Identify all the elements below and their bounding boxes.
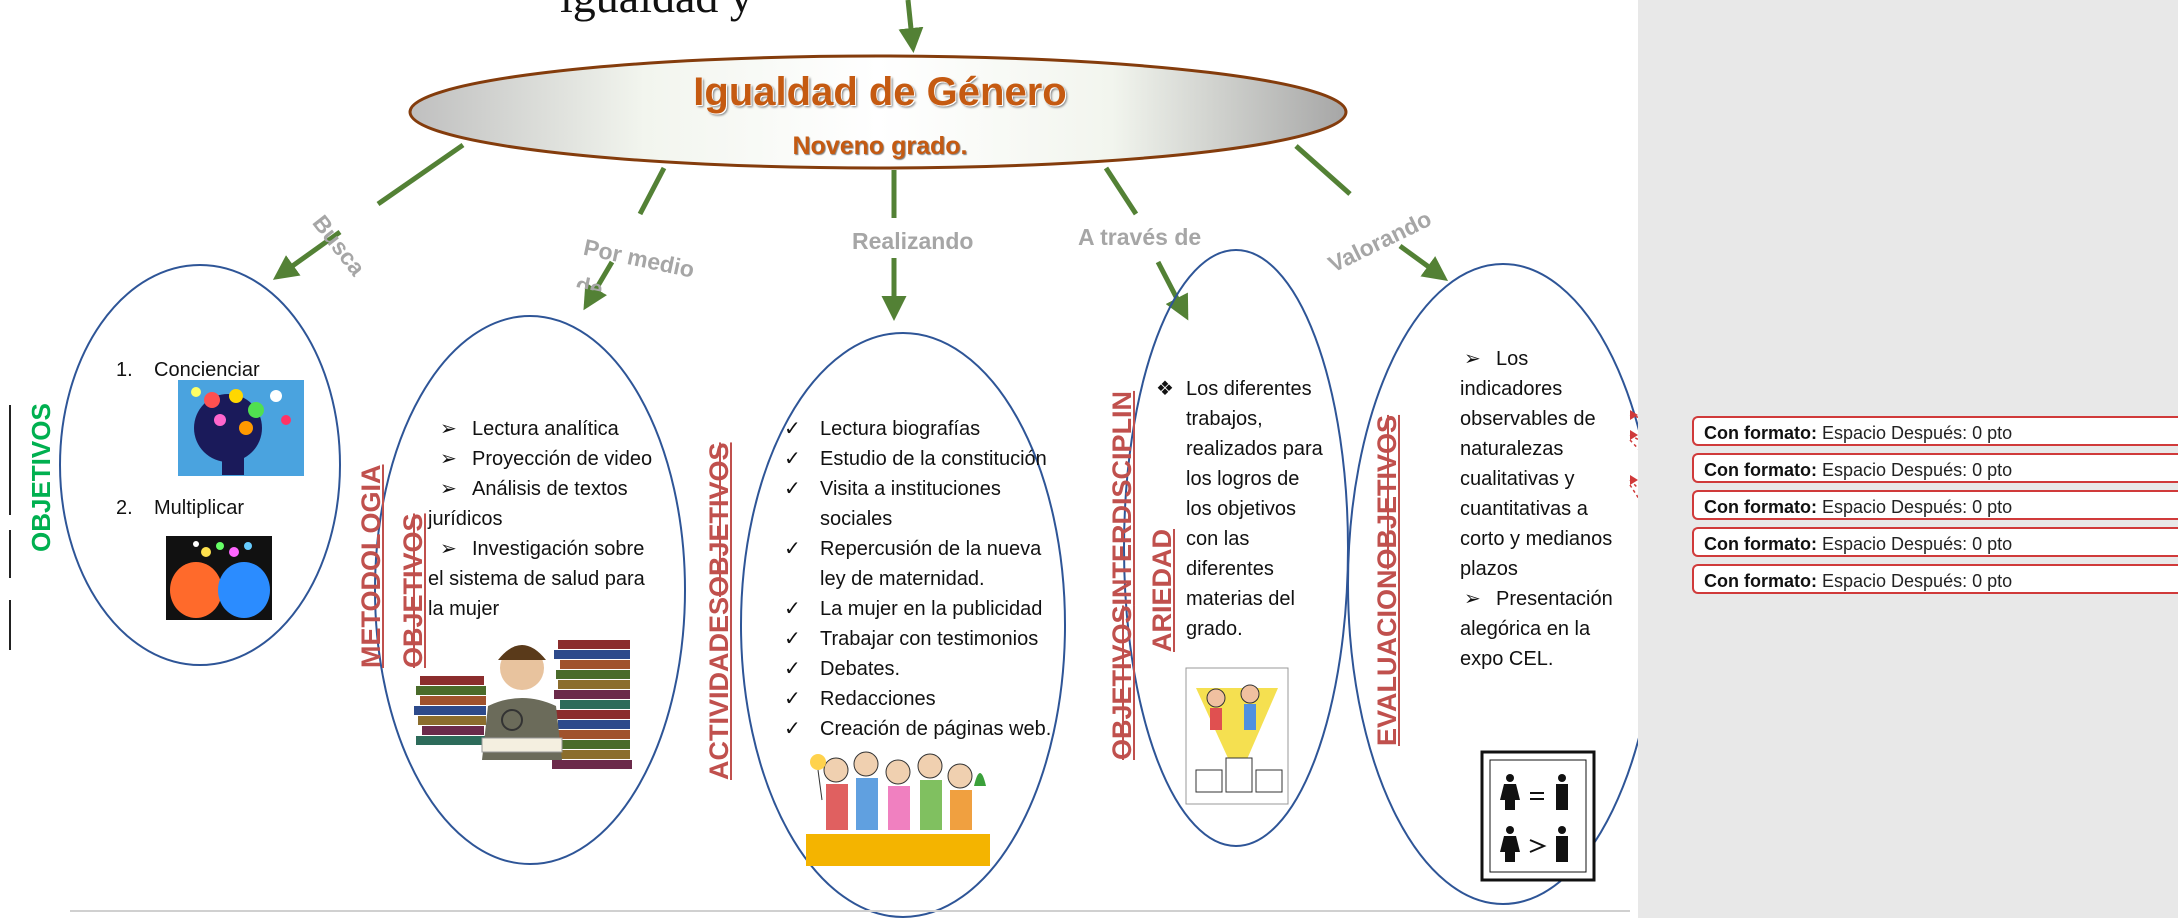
actividad-item-4: ✓Repercusión de la nueva ley de maternid… [784,538,1042,590]
actividad-item-5: ✓La mujer en la publicidad [784,598,1043,620]
interdisciplinariedad-text: ❖ Los diferentes trabajos, realizados pa… [1156,378,1323,640]
metodologia-heading-new: METODOLOGIA [356,464,386,668]
arrow-valorando-upper [1294,144,1352,196]
objetivo-item-1: 1.Concienciar [116,359,260,381]
format-balloon-1[interactable]: Con formato: Espacio Después: 0 pto [1692,416,2178,446]
interdisciplinariedad-heading-line1: OBJETIVOSINTERDISCIPLIN [1107,390,1137,760]
brain-icon [178,380,304,476]
comment-anchor-marks [1630,410,1638,485]
reader-books-icon [414,640,632,769]
metodologia-item-4: ➢Investigación sobre el sistema de salud… [428,538,645,620]
actividad-item-2: ✓Estudio de la constitución [784,448,1047,470]
children-group-icon [806,751,990,866]
actividad-item-1: ✓Lectura biografías [784,418,981,440]
arrow-por-medio-lower [583,260,615,311]
metodologia-ellipse [374,315,686,865]
format-balloon-3[interactable]: Con formato: Espacio Después: 0 pto [1692,490,2178,520]
top-arrow [898,0,924,53]
central-ellipse [408,54,1348,170]
document-page: ígualdad y Igualdad de Género Noveno gra… [9,0,1638,918]
evaluacion-heading: EVALUACIONOBJETIVOS [1372,414,1402,746]
arrow-busca-lower [272,229,342,280]
actividad-item-8: ✓Redacciones [784,688,936,710]
evaluacion-list: ➢Los indicadores observables de naturale… [1460,344,1620,674]
arrow-busca-upper [376,142,465,207]
objetivos-ellipse [59,264,341,666]
metodologia-item-1: ➢Lectura analítica [440,418,619,440]
gender-sign-icon [1480,750,1596,882]
central-title: Igualdad de Género [693,70,1067,114]
arrow-por-medio-upper [637,166,667,216]
concept-map [9,0,1638,918]
metodologia-item-2: ➢Proyección de video [440,448,653,470]
metodologia-item-3: ➢Análisis de textos jurídicos [428,478,628,530]
evaluacion-item-2: ➢Presentación alegórica en la expo CEL. [1460,588,1613,670]
heads-icon [166,536,272,620]
page-bottom-rule [70,910,1630,912]
connector-realizando: Realizando [852,228,974,254]
objetivos-list: 1.Concienciar 2.Multiplicar [116,355,316,523]
arrow-valorando-lower [1398,243,1449,281]
arrow-atraves-lower [1155,260,1189,321]
actividades-ellipse [740,332,1066,918]
central-subtitle: Noveno grado. [792,132,968,160]
actividad-item-9: ✓Creación de páginas web. [784,718,1052,740]
actividades-list: ✓Lectura biografías ✓Estudio de la const… [784,414,1054,744]
arrow-atraves-upper [1103,166,1139,216]
actividad-item-7: ✓Debates. [784,658,901,680]
actividades-heading: ACTIVIDADESOBJETIVOS [704,442,734,780]
metodologia-list: ➢Lectura analítica ➢Proyección de video … [428,414,664,624]
actividad-item-3: ✓Visita a instituciones sociales [784,478,1001,530]
evaluacion-ellipse [1347,263,1638,905]
metodologia-heading: METODOLOGIA OBJETIVOS [350,464,434,668]
format-balloon-5[interactable]: Con formato: Espacio Después: 0 pto [1692,564,2178,594]
connector-atraves: A través de [1078,224,1202,250]
actividad-item-6: ✓Trabajar con testimonios [784,628,1039,650]
podium-icon [1185,667,1289,805]
format-balloon-4[interactable]: Con formato: Espacio Después: 0 pto [1692,527,2178,557]
objetivo-item-2: 2.Multiplicar [116,497,245,519]
comment-connectors [1629,414,1638,499]
format-balloon-2[interactable]: Con formato: Espacio Después: 0 pto [1692,453,2178,483]
top-cut-text: ígualdad y [560,0,960,23]
evaluacion-item-1: ➢Los indicadores observables de naturale… [1460,348,1613,580]
objetivos-heading: OBJETIVOS [26,403,56,552]
